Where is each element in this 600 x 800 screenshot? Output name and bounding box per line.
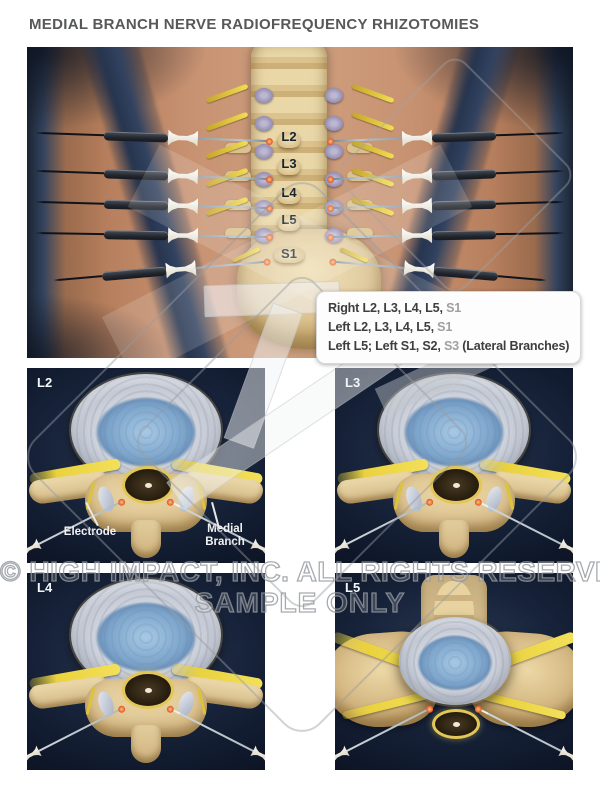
- panel-label-l3: L3: [345, 375, 361, 390]
- electrode-handle: [101, 266, 167, 281]
- spine-label-l5: L5: [281, 212, 297, 227]
- axial-panel-l3: L3: [335, 368, 573, 563]
- axial-panel-l5: L5: [335, 573, 573, 770]
- treatment-levels-legend: Right L2, L3, L4, L5, S1 Left L2, L3, L4…: [316, 291, 582, 364]
- spinous-process: [278, 188, 300, 204]
- spinous-process: [278, 132, 300, 148]
- electrode-cable: [495, 231, 565, 236]
- nerve-root-left: [205, 83, 249, 104]
- axial-panel-l4: L4: [27, 573, 265, 770]
- electrode-cable: [35, 231, 105, 236]
- legend-line-right-levels: Right L2, L3, L4, L5, S1: [328, 301, 462, 315]
- electrode-cable: [35, 131, 105, 137]
- spine-label-s1: S1: [281, 246, 297, 261]
- spine-label-l3: L3: [281, 156, 297, 171]
- legend-line-lateral-branches: Left L5; Left S1, S2, S3 (Lateral Branch…: [328, 339, 570, 353]
- nerve-root-left: [205, 111, 249, 132]
- page-title: MEDIAL BRANCH NERVE RADIOFREQUENCY RHIZO…: [29, 16, 480, 33]
- electrode-shaft: [330, 137, 403, 143]
- electrode-cable: [495, 131, 565, 137]
- spine-label-l4: L4: [281, 185, 297, 200]
- legend-line-left-levels: Left L2, L3, L4, L5, S1: [328, 320, 453, 334]
- annotation-electrode: Electrode: [63, 526, 117, 538]
- spinal-canal: [430, 466, 482, 504]
- facet-joint: [255, 144, 273, 159]
- spinous-process: [131, 725, 161, 763]
- transverse-process: [225, 228, 251, 238]
- panel-label-l5: L5: [345, 580, 361, 595]
- spine-label-l2: L2: [281, 129, 297, 144]
- panel-label-l2: L2: [37, 375, 53, 390]
- spinous-process: [439, 520, 469, 558]
- spinal-canal: [122, 466, 174, 504]
- transverse-process: [347, 200, 373, 210]
- electrode-cable: [35, 200, 105, 205]
- facet-joint: [255, 88, 273, 103]
- electrode-cable: [53, 275, 103, 282]
- facet-joint: [325, 88, 343, 103]
- lumbar-spine: L2 L3 L4 L5 S1: [27, 47, 573, 358]
- electrode-handle: [431, 229, 497, 240]
- transverse-process: [347, 228, 373, 238]
- intervertebral-disc: [399, 617, 511, 705]
- spinal-canal: [432, 709, 480, 739]
- electrode-handle: [433, 266, 499, 281]
- electrode-handle: [103, 130, 169, 143]
- axial-panel-l2: L2 Electrode Medial Branch: [27, 368, 265, 563]
- transverse-process: [347, 143, 373, 153]
- panel-label-l4: L4: [37, 580, 53, 595]
- spinal-canal: [122, 671, 174, 709]
- electrode-cable: [495, 169, 565, 175]
- facet-joint: [325, 144, 343, 159]
- electrode-shaft: [197, 137, 270, 143]
- electrode-hub: [402, 130, 433, 147]
- annotation-medial-branch: Medial Branch: [205, 523, 245, 548]
- facet-joint: [325, 116, 343, 131]
- nerve-root-right: [351, 111, 395, 132]
- electrode-cable: [495, 200, 565, 205]
- electrode-cable: [497, 275, 547, 282]
- electrode-hub: [168, 130, 199, 147]
- electrode-cable: [35, 169, 105, 175]
- facet-joint: [255, 116, 273, 131]
- spinous-process: [278, 159, 300, 175]
- nerve-root-right: [351, 83, 395, 104]
- spinous-process: [131, 520, 161, 558]
- spinous-process: [278, 215, 300, 231]
- electrode-handle: [103, 229, 169, 240]
- electrode-handle: [431, 130, 497, 143]
- sacral-crest: [274, 247, 304, 263]
